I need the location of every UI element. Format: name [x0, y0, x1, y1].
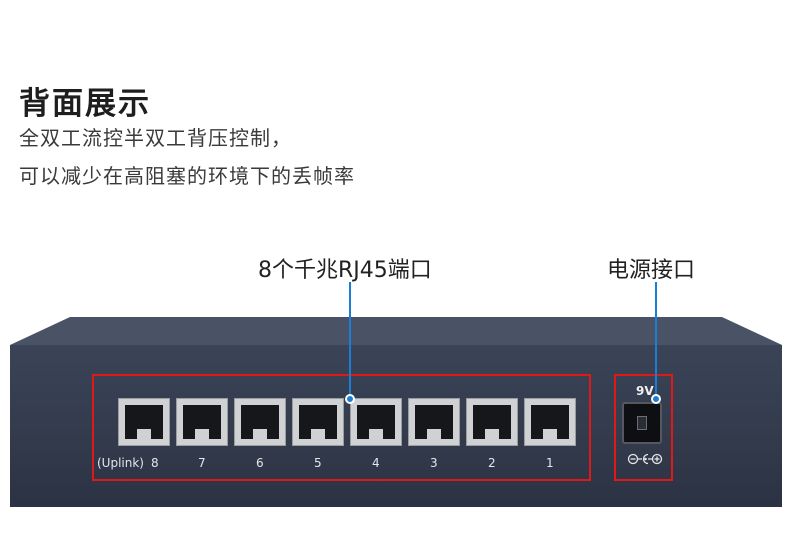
rj45-port-icon[interactable] [292, 398, 344, 446]
rj45-port-icon[interactable] [408, 398, 460, 446]
power-leader-line [655, 282, 657, 398]
ports-leader-line [349, 282, 351, 398]
ports-leader-dot [345, 394, 355, 404]
voltage-label: 9V [636, 384, 654, 398]
port-number-label: 8 [151, 456, 159, 470]
rj45-port-icon[interactable] [466, 398, 518, 446]
port-number-label: 2 [488, 456, 496, 470]
port-number-label: 1 [546, 456, 554, 470]
ports-callout: 8个千兆RJ45端口 [258, 258, 432, 283]
port-number-label: 7 [198, 456, 206, 470]
rj45-port-icon[interactable] [350, 398, 402, 446]
power-callout: 电源接口 [607, 258, 696, 283]
page-title: 背面展示 [19, 86, 151, 122]
rj45-port-icon[interactable] [524, 398, 576, 446]
description-line-1: 全双工流控半双工背压控制， [19, 126, 292, 150]
polarity-symbol-icon [627, 453, 663, 465]
description-line-2: 可以减少在高阻塞的环境下的丢帧率 [19, 164, 355, 188]
dc-jack-icon[interactable] [622, 402, 662, 444]
power-highlight-box [614, 374, 673, 481]
rj45-port-icon[interactable] [234, 398, 286, 446]
port-number-label: 6 [256, 456, 264, 470]
rj45-port-icon[interactable] [118, 398, 170, 446]
rj45-port-icon[interactable] [176, 398, 228, 446]
ports-highlight-box [92, 374, 591, 481]
port-number-label: 5 [314, 456, 322, 470]
uplink-label: (Uplink) [97, 456, 144, 470]
port-number-label: 3 [430, 456, 438, 470]
port-number-label: 4 [372, 456, 380, 470]
power-leader-dot [651, 394, 661, 404]
